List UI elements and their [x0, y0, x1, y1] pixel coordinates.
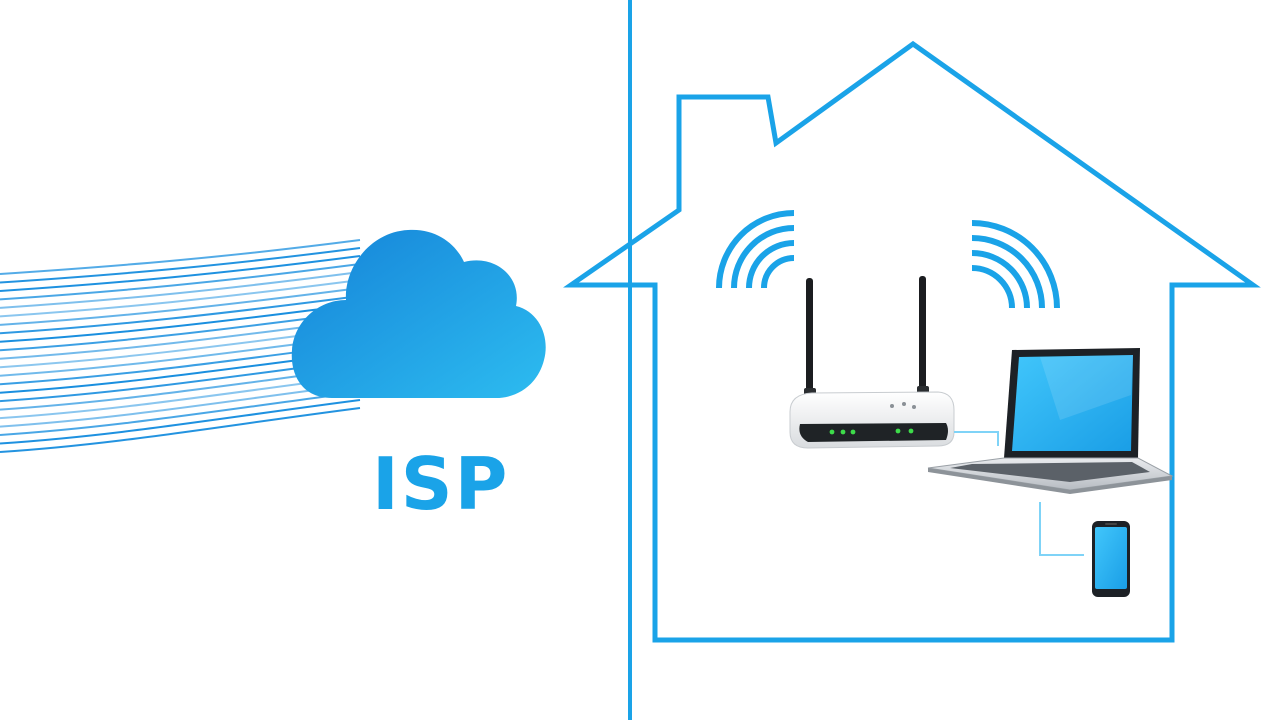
data-stream-line — [0, 303, 361, 343]
data-stream-line — [0, 383, 361, 428]
laptop-icon — [927, 348, 1174, 494]
data-stream-line — [0, 295, 361, 335]
wifi-signal-left-icon — [716, 210, 794, 289]
data-stream-line — [0, 279, 361, 318]
data-stream-line — [0, 255, 361, 292]
data-stream-line — [0, 407, 361, 453]
wifi-signal-right-icon — [972, 220, 1060, 309]
data-stream-line — [0, 263, 361, 301]
ethernet-cable — [954, 431, 999, 446]
isp-label: ISP — [372, 442, 510, 526]
smartphone-icon — [1092, 521, 1130, 597]
data-stream-line — [0, 271, 361, 309]
cloud-icon — [291, 229, 546, 398]
data-stream-line — [0, 247, 361, 284]
phone-connection-line — [1039, 502, 1084, 556]
data-stream-line — [0, 287, 361, 326]
data-stream-line — [0, 239, 361, 275]
data-stream-line — [0, 399, 361, 445]
router-icon — [789, 276, 955, 449]
house-outline — [563, 40, 1261, 643]
data-stream-line — [0, 391, 361, 436]
